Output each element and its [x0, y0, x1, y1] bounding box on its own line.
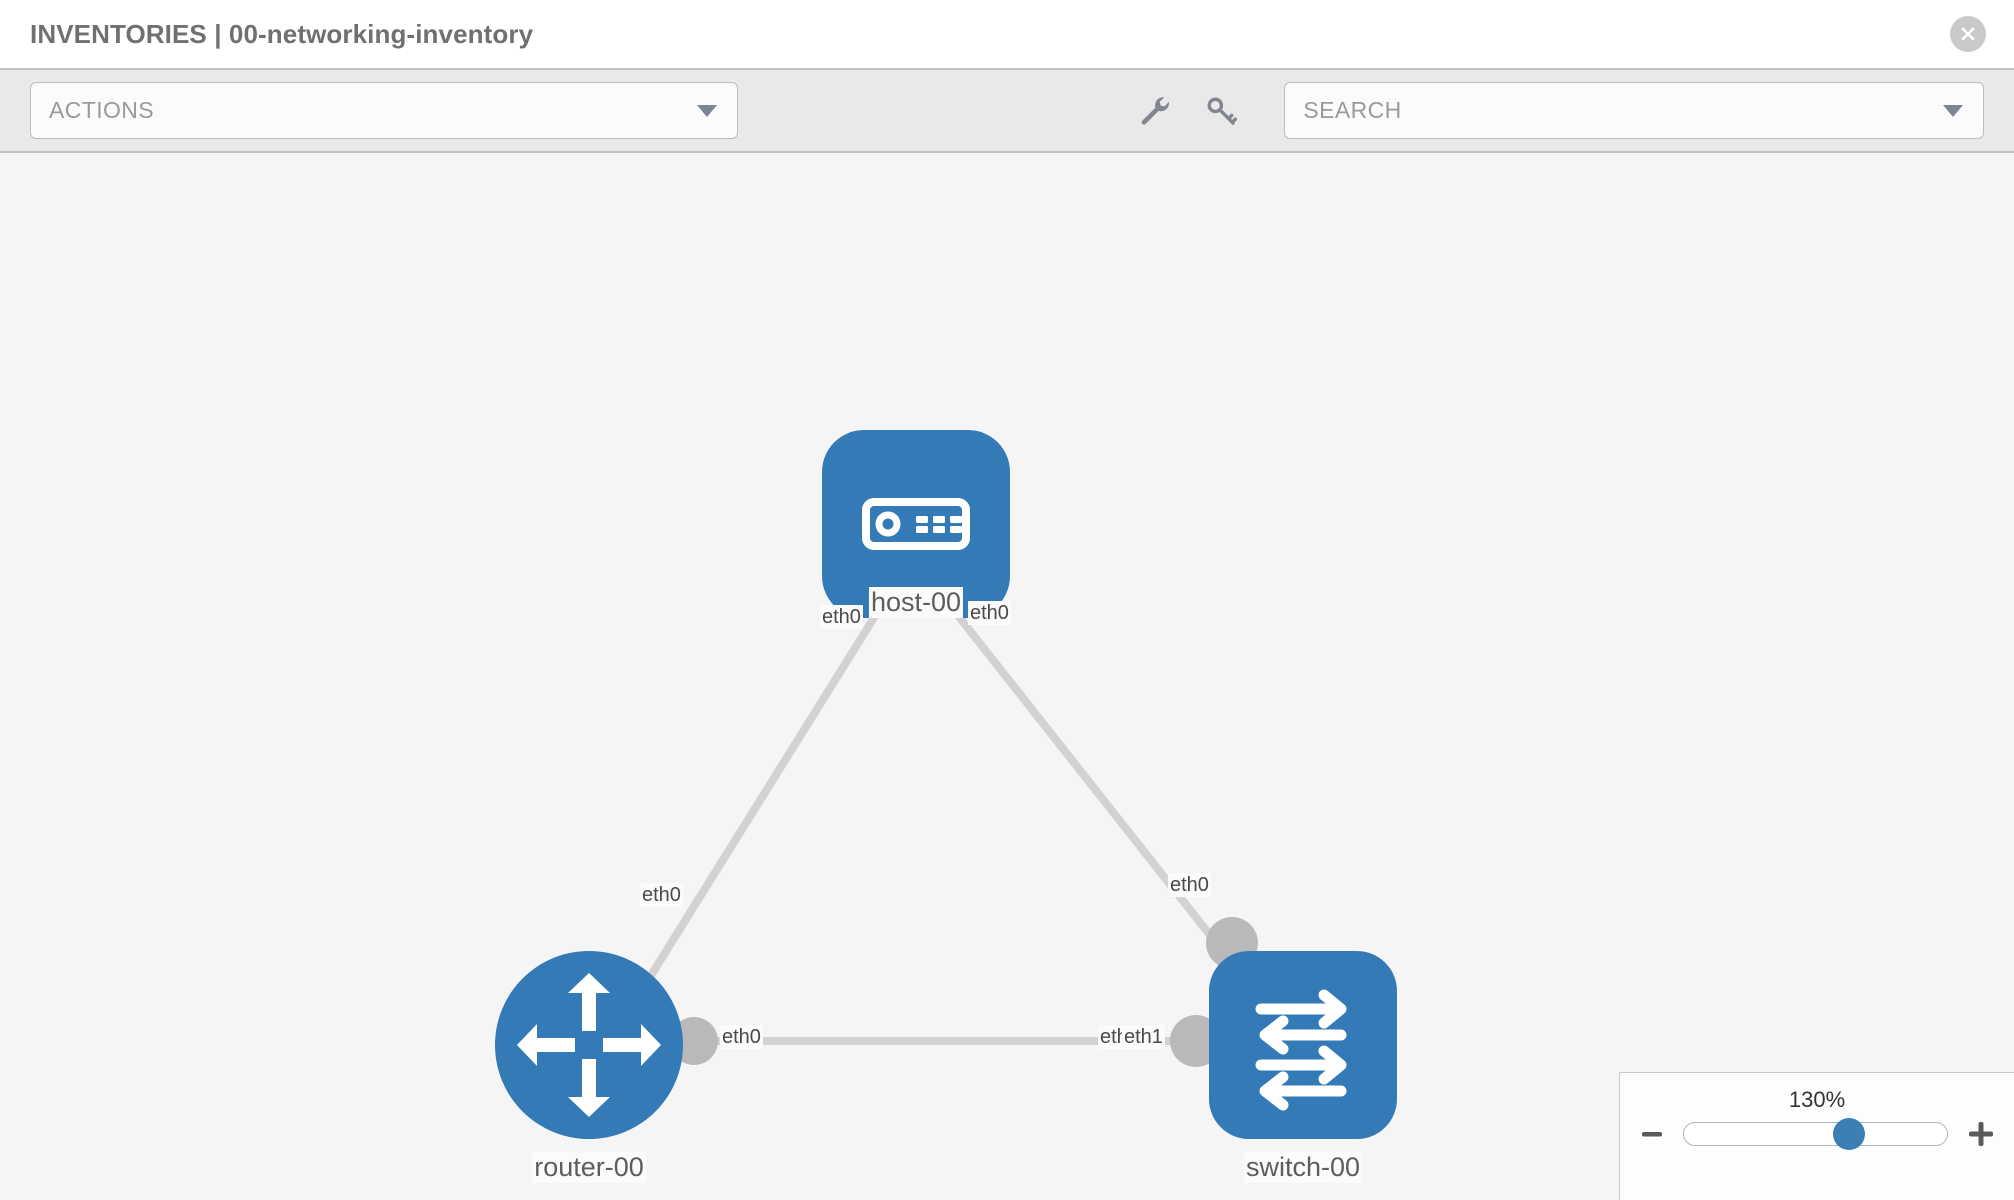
zoom-slider-thumb[interactable] — [1833, 1118, 1866, 1150]
node-label-router-00: router-00 — [532, 1152, 646, 1184]
topology-canvas[interactable]: eth0 eth0 eth0 eth0 eth0 eth0 eth1 host-… — [0, 153, 2014, 1200]
search-input[interactable]: SEARCH — [1284, 82, 1984, 139]
close-button[interactable] — [1950, 16, 1986, 52]
zoom-slider-track[interactable] — [1682, 1118, 1948, 1150]
node-label-host-00: host-00 — [868, 587, 964, 619]
zoom-in-button[interactable] — [1966, 1119, 1996, 1149]
link-group — [636, 605, 1236, 1045]
topology-graph — [495, 430, 1397, 1139]
node-label-switch-00: switch-00 — [1243, 1152, 1363, 1184]
zoom-out-button[interactable] — [1639, 1121, 1665, 1147]
edge-label-router-right: eth0 — [720, 1025, 763, 1049]
switch-icon — [1255, 989, 1347, 1111]
plus-icon — [1968, 1122, 1993, 1146]
toolbar-icon-group — [1138, 94, 1238, 128]
search-chevron-down-icon[interactable] — [1943, 104, 1963, 117]
router-icon — [517, 973, 661, 1117]
minus-icon — [1641, 1132, 1662, 1137]
page-title: INVENTORIES | 00-networking-inventory — [30, 18, 534, 49]
node-router-00[interactable] — [495, 951, 683, 1139]
edge-label-switch-left-b: eth1 — [1122, 1025, 1165, 1049]
edge-label-host-left: eth0 — [820, 605, 863, 629]
search-placeholder: SEARCH — [1303, 97, 1402, 123]
node-switch-00[interactable] — [1209, 951, 1397, 1139]
page-header: INVENTORIES | 00-networking-inventory — [0, 0, 2014, 68]
close-icon — [1961, 27, 1975, 41]
edge-label-router-up: eth0 — [640, 883, 683, 907]
zoom-level-value: 130% — [1788, 1087, 1846, 1112]
edge-label-host-right: eth0 — [968, 601, 1011, 625]
link-host-router[interactable] — [636, 605, 884, 996]
key-icon[interactable] — [1204, 94, 1238, 128]
link-host-switch[interactable] — [948, 605, 1236, 966]
connector-group — [670, 561, 1258, 1067]
toolbar: ACTIONS SEARCH — [0, 68, 2014, 153]
node-host-00[interactable] — [822, 430, 1010, 618]
actions-dropdown[interactable]: ACTIONS — [30, 82, 739, 139]
zoom-control-panel: 130% — [1619, 1072, 2014, 1200]
actions-dropdown-label: ACTIONS — [49, 97, 155, 123]
edge-label-switch-up: eth0 — [1168, 873, 1211, 897]
wrench-icon[interactable] — [1138, 94, 1172, 128]
zoom-slider-row — [1620, 1118, 2014, 1150]
server-icon — [862, 498, 970, 550]
chevron-down-icon — [697, 104, 718, 117]
